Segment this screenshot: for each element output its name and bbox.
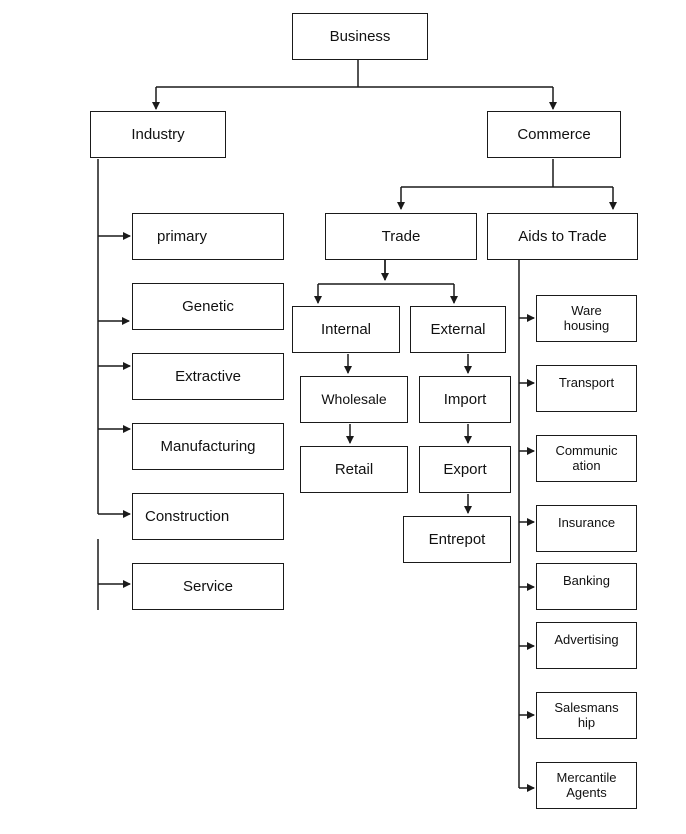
node-internal: Internal [292,306,400,353]
node-export: Export [419,446,511,493]
node-industry: Industry [90,111,226,158]
node-warehousing-line1: Ware [571,302,602,318]
node-communication-line2: ation [572,457,601,473]
node-commerce: Commerce [487,111,621,158]
node-service: Service [132,563,284,610]
node-external: External [410,306,506,353]
node-mercantile-line2: Agents [566,784,607,800]
node-insurance: Insurance [536,505,637,552]
node-mercantile-agents: Mercantile Agents [536,762,637,809]
node-trade: Trade [325,213,477,260]
node-genetic: Genetic [132,283,284,330]
connector-business [156,59,553,88]
node-primary: primary [132,213,284,260]
node-extractive: Extractive [132,353,284,400]
node-warehousing: Ware housing [536,295,637,342]
node-communication-line1: Communic [555,442,618,458]
node-manufacturing: Manufacturing [132,423,284,470]
node-warehousing-line2: housing [563,317,610,333]
node-banking: Banking [536,563,637,610]
node-entrepot: Entrepot [403,516,511,563]
node-mercantile-line1: Mercantile [556,769,617,785]
node-import: Import [419,376,511,423]
node-aids-to-trade: Aids to Trade [487,213,638,260]
connector-commerce [401,159,613,188]
node-salesmanship-line2: hip [577,714,596,730]
node-retail: Retail [300,446,408,493]
node-transport: Transport [536,365,637,412]
node-communication: Communic ation [536,435,637,482]
node-salesmanship-line1: Salesmans [554,699,619,715]
node-construction: Construction [132,493,284,540]
node-business: Business [292,13,428,60]
node-salesmanship: Salesmans hip [536,692,637,739]
node-advertising: Advertising [536,622,637,669]
node-wholesale: Wholesale [300,376,408,423]
